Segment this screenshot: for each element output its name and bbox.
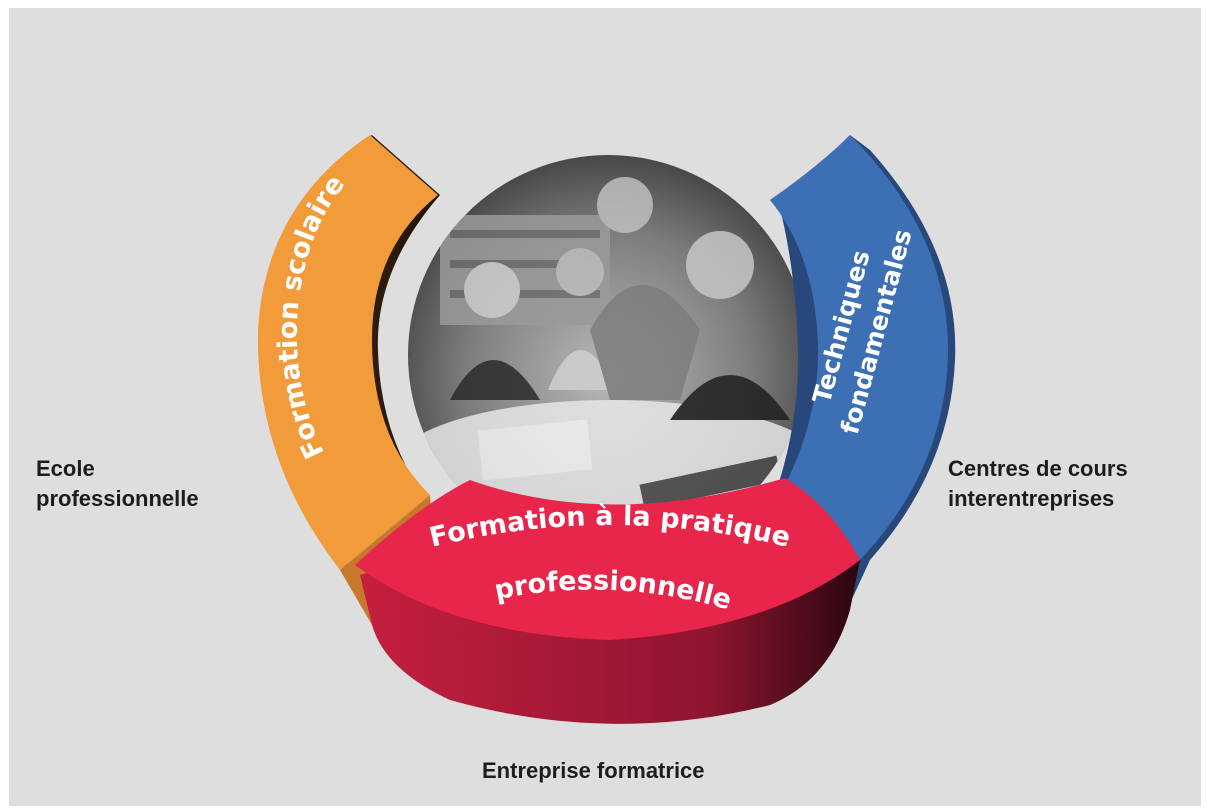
segment-formation-pratique: Formation à la pratique professionnelle — [355, 478, 860, 724]
location-label-entreprise: Entreprise formatrice — [482, 758, 705, 783]
segment-techniques-fondamentales: Techniques fondamentales — [770, 135, 956, 625]
location-label-ecole: Ecole professionnelle — [36, 456, 199, 511]
location-label-centres: Centres de cours interentreprises — [948, 456, 1128, 511]
